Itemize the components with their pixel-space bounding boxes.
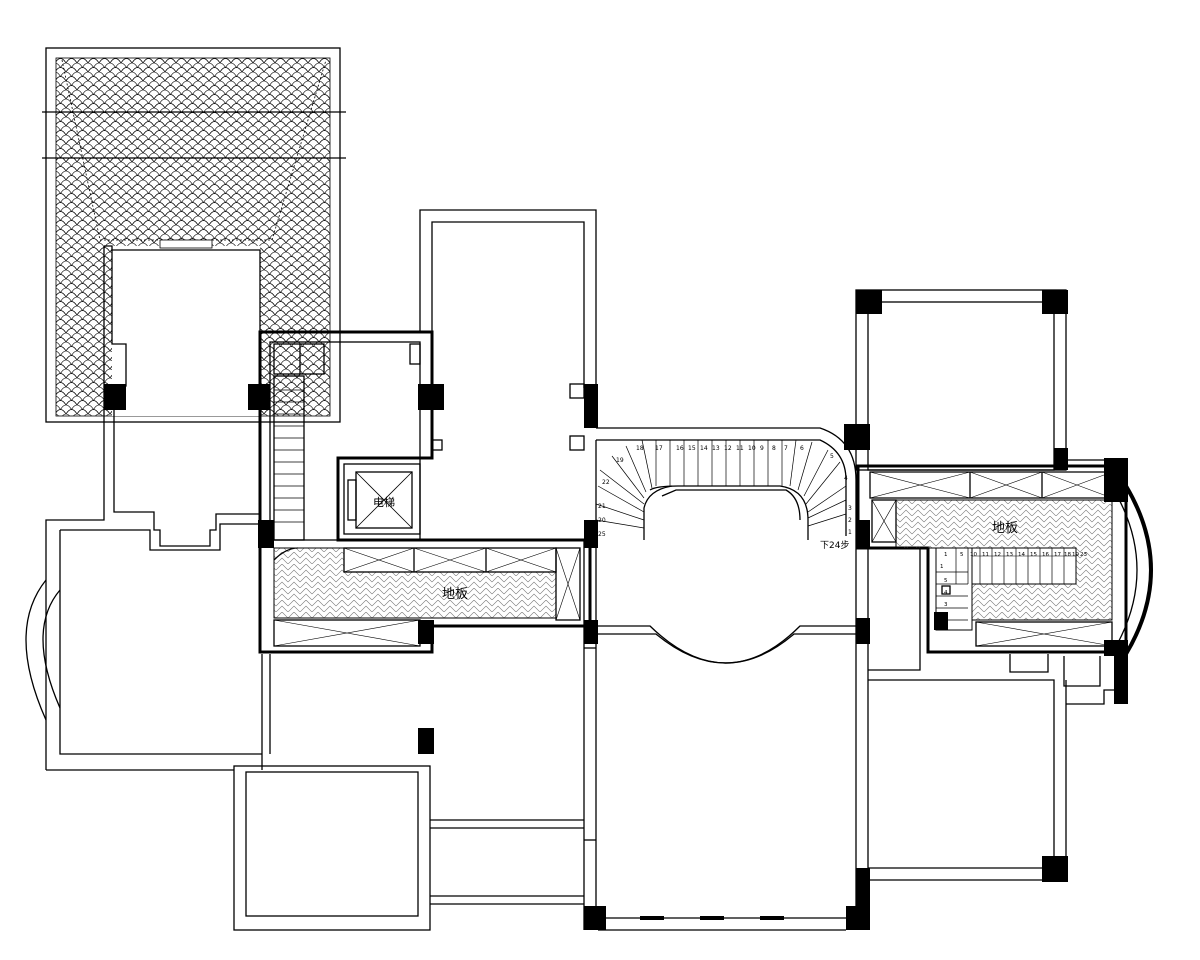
svg-text:18: 18 <box>1064 552 1071 558</box>
svg-text:19: 19 <box>616 457 624 464</box>
svg-text:1: 1 <box>848 529 852 536</box>
svg-text:4: 4 <box>944 590 948 596</box>
svg-text:2: 2 <box>848 517 852 524</box>
svg-text:5: 5 <box>830 453 834 460</box>
spiral-stair-treads <box>595 439 847 529</box>
svg-text:6: 6 <box>800 445 804 452</box>
svg-text:8: 8 <box>772 445 776 452</box>
svg-text:25: 25 <box>598 531 606 538</box>
svg-text:1: 1 <box>940 564 944 570</box>
svg-text:21: 21 <box>598 503 606 510</box>
svg-text:23: 23 <box>1080 552 1087 558</box>
bottom-left-room <box>233 765 584 931</box>
svg-text:3: 3 <box>848 505 852 512</box>
svg-text:14: 14 <box>700 445 708 452</box>
svg-text:19: 19 <box>1072 552 1079 558</box>
svg-text:7: 7 <box>784 445 788 452</box>
svg-text:10: 10 <box>748 445 756 452</box>
elevator-core: 电梯 地板 <box>258 330 592 754</box>
floor-label-left: 地板 <box>442 587 468 602</box>
svg-text:15: 15 <box>1030 552 1037 558</box>
svg-text:17: 17 <box>1054 552 1061 558</box>
svg-text:13: 13 <box>1006 552 1013 558</box>
svg-text:5: 5 <box>960 552 964 558</box>
svg-text:5: 5 <box>944 578 948 584</box>
svg-text:18: 18 <box>636 445 644 452</box>
center-hall <box>583 540 870 931</box>
svg-text:13: 13 <box>712 445 720 452</box>
east-stair-numbers: 1 5 10 11 12 13 14 15 16 17 18 19 23 1 5… <box>940 552 1087 632</box>
svg-text:12: 12 <box>724 445 732 452</box>
east-stair-treads <box>936 548 1065 621</box>
svg-text:10: 10 <box>970 552 977 558</box>
svg-text:20: 20 <box>598 517 606 524</box>
svg-text:16: 16 <box>1042 552 1049 558</box>
svg-text:22: 22 <box>602 479 610 486</box>
stair-down-label: 下24步 <box>820 540 849 551</box>
svg-text:11: 11 <box>736 445 744 452</box>
svg-text:14: 14 <box>1018 552 1025 558</box>
corridor-cabinets <box>273 547 581 647</box>
tiled-roof <box>42 47 346 423</box>
svg-text:9: 9 <box>760 445 764 452</box>
right-top-room <box>855 289 1068 471</box>
elevator-label: 电梯 <box>373 496 395 509</box>
svg-text:15: 15 <box>688 445 696 452</box>
east-corridor: 地板 1 5 10 11 12 13 14 15 16 17 18 19 <box>856 458 1153 704</box>
center-top-room <box>419 209 598 548</box>
floor-label-right: 地板 <box>992 521 1018 536</box>
spiral-stair-numbers: 18 17 16 15 14 13 12 11 10 9 8 7 6 5 19 … <box>598 445 852 538</box>
svg-text:1: 1 <box>944 552 948 558</box>
svg-text:17: 17 <box>655 445 663 452</box>
svg-text:12: 12 <box>994 552 1001 558</box>
svg-text:11: 11 <box>982 552 989 558</box>
svg-text:3: 3 <box>944 602 948 608</box>
left-stair-treads <box>274 389 304 523</box>
svg-text:16: 16 <box>676 445 684 452</box>
spiral-stair: 18 17 16 15 14 13 12 11 10 9 8 7 6 5 19 … <box>595 424 870 551</box>
svg-text:4: 4 <box>844 475 848 482</box>
right-bottom-room <box>868 547 1116 882</box>
